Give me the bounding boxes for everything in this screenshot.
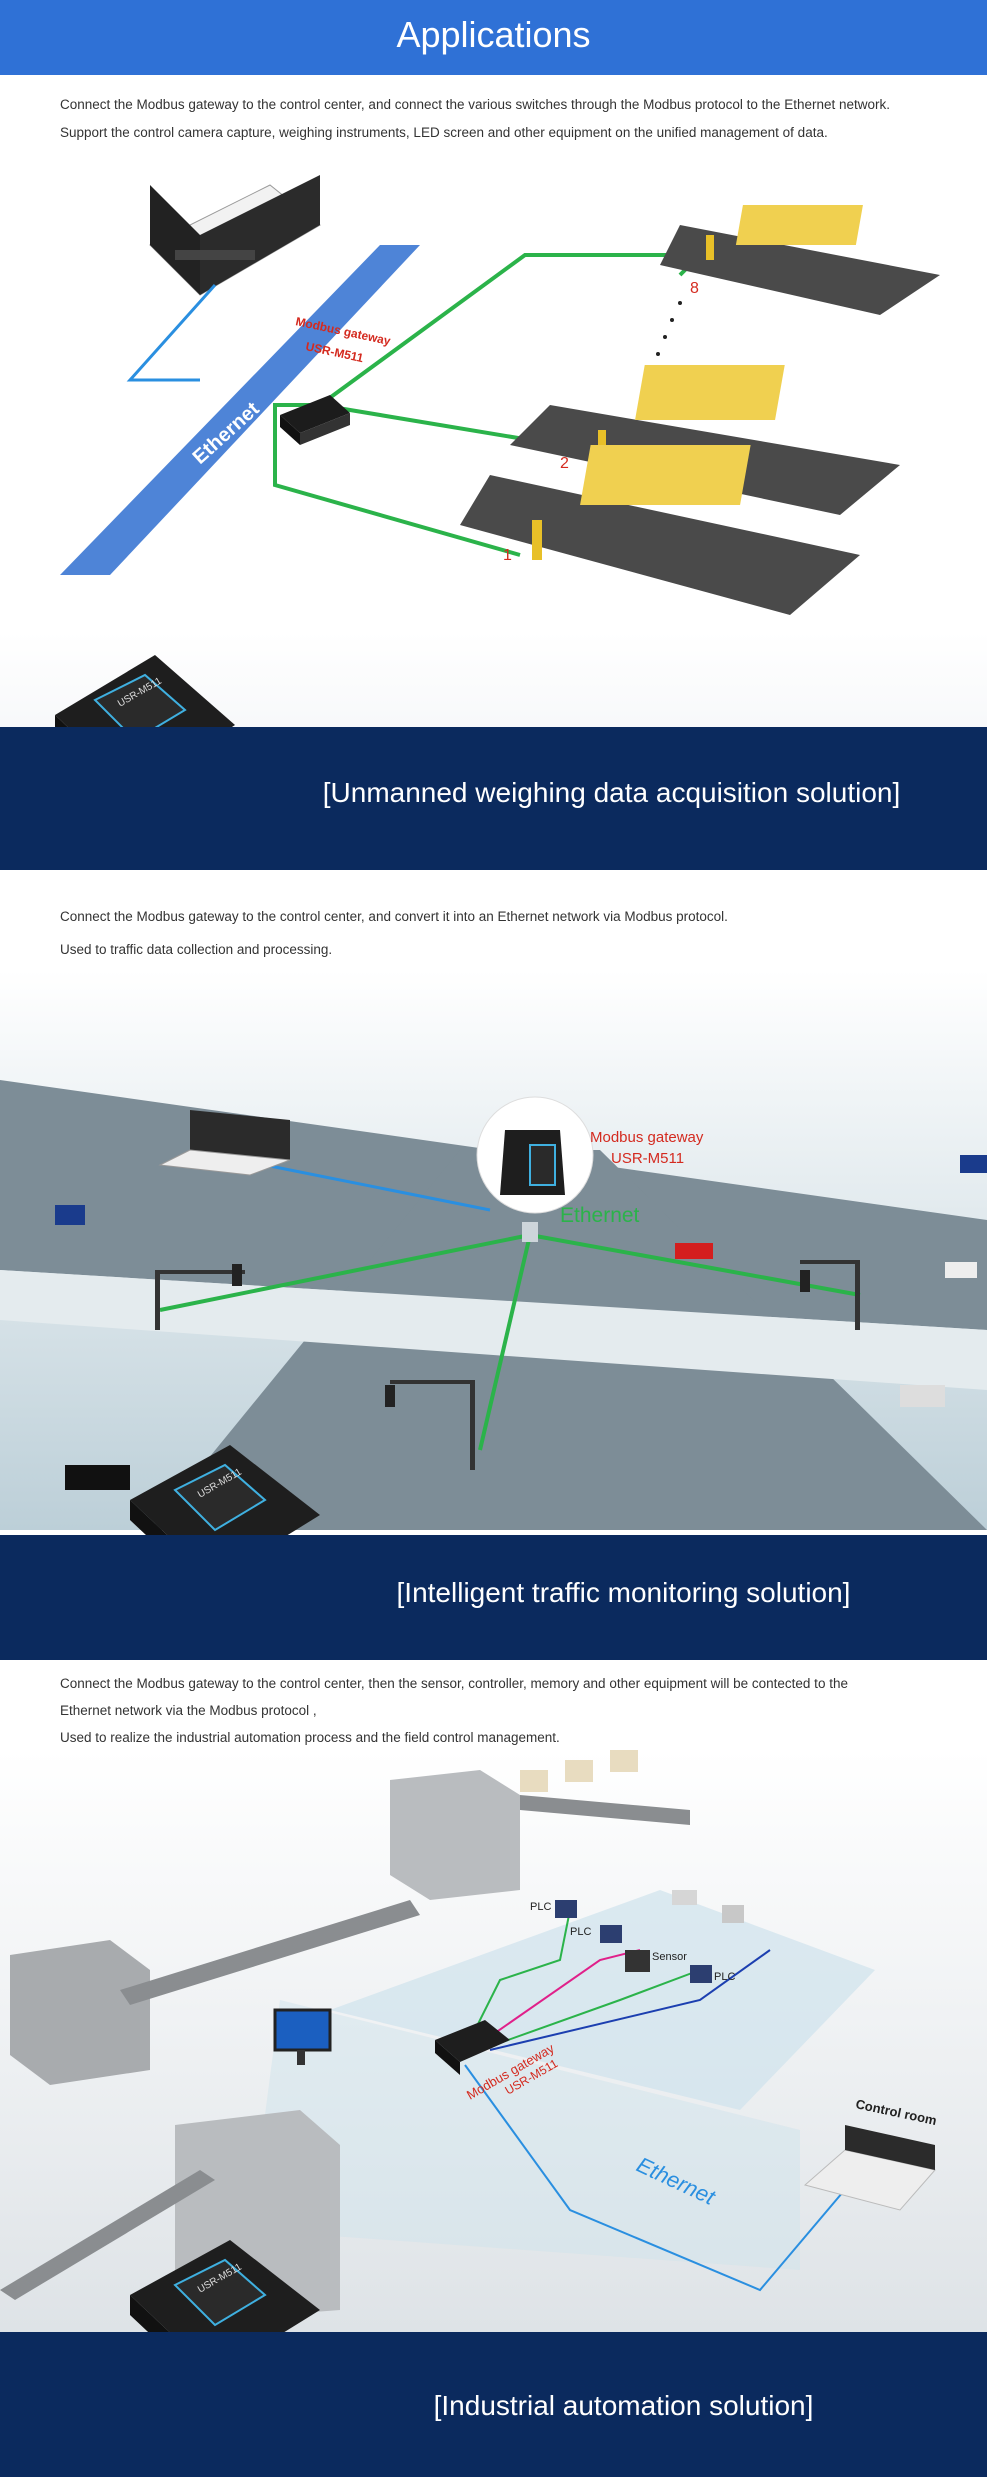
- page-title: Applications: [396, 14, 591, 55]
- factory-floor: [330, 1890, 875, 2110]
- desc-line: Ethernet network via the Modbus protocol…: [60, 1703, 317, 1718]
- traffic-light: [155, 1264, 245, 1330]
- scale-platform-1: [460, 445, 860, 615]
- control-room-illustration: [149, 175, 321, 296]
- weighing-banner: [Unmanned weighing data acquisition solu…: [0, 727, 987, 870]
- section-traffic: Connect the Modbus gateway to the contro…: [0, 870, 987, 1660]
- weighing-description: Connect the Modbus gateway to the contro…: [60, 91, 890, 147]
- conveyor-machine: [390, 1750, 690, 1900]
- desc-line: Connect the Modbus gateway to the contro…: [60, 909, 728, 924]
- model-label: USR-M511: [304, 339, 365, 365]
- car: [945, 1262, 977, 1278]
- weighing-diagram: Ethernet Modbus gateway USR-M511: [60, 175, 940, 615]
- gateway-label: Modbus gateway: [590, 1129, 704, 1146]
- desc-line: Connect the Modbus gateway to the contro…: [60, 1676, 848, 1691]
- car: [65, 1465, 130, 1490]
- plc-unit: [555, 1900, 577, 1918]
- industrial-description: Connect the Modbus gateway to the contro…: [60, 1670, 848, 1751]
- signal-box: [522, 1222, 538, 1242]
- model-label: USR-M511: [611, 1150, 684, 1167]
- plc-unit: [600, 1925, 622, 1943]
- applications-header: Applications: [0, 0, 987, 75]
- traffic-banner: [Intelligent traffic monitoring solution…: [0, 1535, 987, 1660]
- scale-number: 8: [690, 280, 699, 297]
- ethernet-label: Ethernet: [560, 1204, 640, 1227]
- traffic-light: [800, 1260, 860, 1330]
- gateway-device: [500, 1130, 565, 1195]
- control-room-illustration: [803, 2125, 936, 2211]
- traffic-description: Connect the Modbus gateway to the contro…: [60, 900, 728, 966]
- weighing-banner-title: [Unmanned weighing data acquisition solu…: [322, 777, 901, 808]
- car: [675, 1243, 713, 1259]
- sensor-label: Sensor: [652, 1951, 687, 1963]
- section-weighing: Connect the Modbus gateway to the contro…: [0, 75, 987, 870]
- traffic-light: [385, 1380, 475, 1470]
- section-industrial: Connect the Modbus gateway to the contro…: [0, 1660, 987, 2477]
- gateway-device: [435, 2020, 510, 2075]
- car: [55, 1205, 85, 1225]
- desc-line: Support the control camera capture, weig…: [60, 125, 828, 140]
- car: [900, 1385, 945, 1407]
- plc-label: PLC: [530, 1901, 551, 1913]
- sensor-unit: [625, 1950, 650, 1972]
- ethernet-beam: [60, 245, 420, 575]
- plc-label: PLC: [570, 1926, 591, 1938]
- conveyor-machine: [10, 1900, 420, 2085]
- memory-unit: [672, 1890, 697, 1905]
- industrial-diagram: PLC PLC Sensor PLC Modbus gateway USR-M5…: [0, 1750, 987, 2350]
- monitor: [273, 2008, 332, 2065]
- traffic-banner-title: [Intelligent traffic monitoring solution…: [396, 1577, 851, 1608]
- desc-line: Used to realize the industrial automatio…: [60, 1730, 560, 1745]
- car: [960, 1155, 987, 1173]
- gateway-device: [280, 395, 350, 445]
- desc-line: Connect the Modbus gateway to the contro…: [60, 97, 890, 112]
- scale-platform-8: [660, 205, 940, 315]
- control-room-illustration: [158, 1110, 291, 1176]
- industrial-banner: [Industrial automation solution]: [0, 2332, 987, 2477]
- industrial-banner-title: [Industrial automation solution]: [433, 2390, 814, 2421]
- storage-unit: [722, 1905, 744, 1923]
- scale-number: 1: [503, 547, 512, 564]
- desc-line: Used to traffic data collection and proc…: [60, 942, 333, 957]
- scale-number: 2: [560, 455, 569, 472]
- traffic-diagram: Modbus gateway USR-M511 Ethernet: [0, 970, 987, 1530]
- plc-label: PLC: [714, 1971, 735, 1983]
- plc-unit: [690, 1965, 712, 1983]
